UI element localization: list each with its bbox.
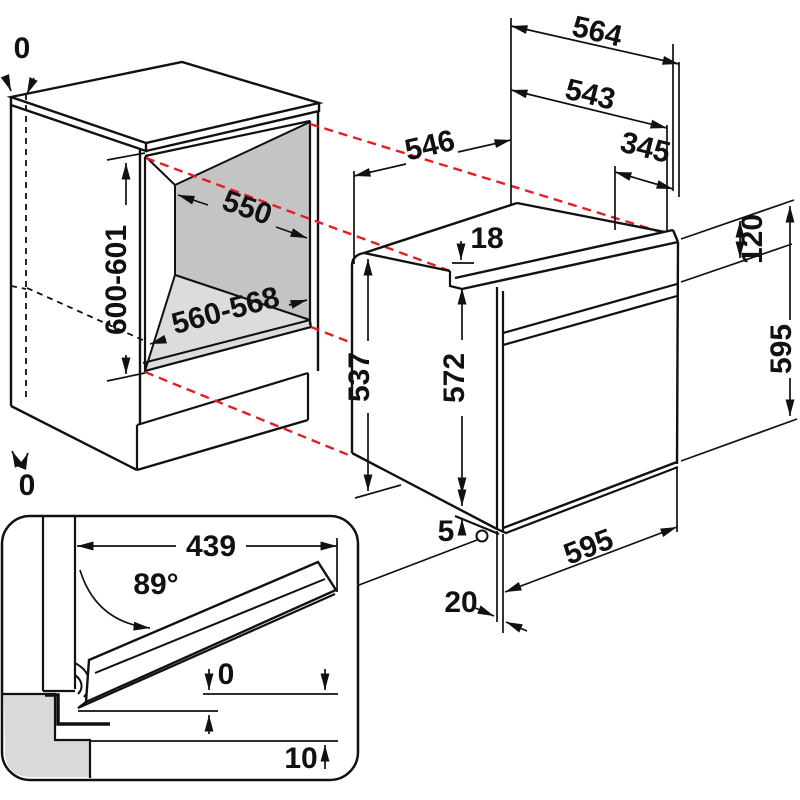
inset-plinth-outline	[3, 692, 92, 778]
oven-top-recess-notch	[448, 271, 463, 291]
niche-width-bottom-left	[149, 334, 168, 345]
depth-rear-extensions	[614, 44, 674, 230]
projection-line-bottom-right	[310, 325, 353, 345]
dim-oven-top-recess: 18	[470, 222, 503, 255]
inset-door-tip-line	[77, 592, 336, 710]
dim-floor-clearance: 10	[284, 742, 317, 775]
dim-oven-bottom-gap: 5	[438, 515, 455, 548]
control-panel-bottom-edge	[502, 282, 678, 335]
niche-height-ticks	[106, 152, 146, 382]
dim-niche-height: 600-601	[100, 225, 133, 335]
niche-width-bottom-right	[288, 299, 308, 309]
projection-line-bottom-left	[144, 370, 352, 458]
inset-cabinet-wall	[41, 517, 77, 693]
countertop-left-band	[9, 97, 148, 153]
dim-oven-depth-rear: 345	[617, 126, 674, 170]
inset-door-inner-line	[94, 578, 326, 674]
dim-door-angle: 89°	[133, 568, 178, 601]
niche-top-edge	[144, 119, 311, 158]
dim-oven-depth: 546	[402, 124, 458, 167]
panel-height-extensions	[680, 199, 795, 283]
door-bottom-edge-inner	[496, 465, 679, 535]
toe-kick-step-edge	[136, 371, 309, 427]
height-right-ext	[680, 418, 798, 462]
gap-top-arrow-left	[0, 74, 12, 92]
dim-oven-side-height: 537	[343, 352, 376, 402]
dim-oven-front-height: 572	[438, 353, 471, 403]
niche-bottom-edge-inner	[144, 326, 312, 372]
door-top-edge	[502, 294, 678, 347]
door-detail-inset: 439 89° 0 10	[0, 514, 360, 782]
dim-door-gap: 0	[218, 658, 235, 691]
gap-top-arrow-right	[26, 77, 38, 95]
cabinet-drawing	[6, 60, 324, 472]
niche-ceiling-left-edge	[144, 155, 176, 186]
inset-plinth-gray	[4, 694, 90, 777]
niche-bottom-edge-outer	[142, 319, 311, 364]
depth-rear-line	[614, 171, 674, 190]
dim-oven-width-body: 543	[562, 73, 618, 117]
niche-width-line-left	[177, 194, 209, 206]
width-max-line	[510, 25, 680, 65]
inset-open-door	[84, 560, 338, 704]
door-angle-arc	[79, 569, 151, 631]
oven-top-front-edge	[363, 251, 451, 273]
toe-kick-side-edges	[135, 373, 310, 470]
cabinet-side-bottom-edge	[10, 404, 138, 472]
toe-kick-bottom-edge	[136, 418, 309, 472]
dim-oven-width-max: 564	[569, 10, 626, 53]
dim-oven-front-offset: 20	[444, 586, 477, 619]
control-panel-top-rear	[454, 228, 674, 280]
oven-drawing	[350, 201, 680, 536]
dim-door-length: 439	[186, 530, 236, 563]
oven-top-rear-edge	[363, 201, 518, 255]
depth-line-left	[353, 163, 407, 177]
projection-line-top-left	[145, 156, 451, 273]
dimension-annotations: 0 600-601 550 560-568 0 564 543 546	[0, 10, 798, 633]
oven-top-right-edge	[516, 201, 666, 234]
niche-width-line-right	[275, 226, 308, 239]
dim-cabinet-gap-top: 0	[14, 32, 31, 65]
control-panel-top-front	[461, 240, 679, 291]
cabinet-top-face	[6, 60, 324, 145]
dim-oven-front-width: 595	[559, 523, 618, 572]
gap-bottom-arrow-right	[17, 452, 29, 470]
depth-line-right	[457, 139, 512, 153]
dim-oven-panel-height: 120	[736, 214, 769, 264]
leader-line	[358, 539, 478, 586]
door-bottom-edge-outer	[502, 460, 678, 530]
projection-lines	[144, 122, 665, 458]
oven-bottom-side-edge	[351, 451, 498, 531]
front-offset-extensions	[496, 531, 504, 633]
dim-cabinet-gap-bottom: 0	[19, 469, 36, 502]
leader-dot	[475, 529, 489, 543]
oven-front-right-edge	[675, 241, 680, 465]
width-body-line	[510, 89, 668, 129]
hidden-tick	[10, 285, 27, 290]
gap-bottom-arrow-left	[11, 450, 24, 468]
front-offset-arrow-right	[505, 621, 528, 633]
front-offset-arrow-left	[472, 605, 495, 617]
front-width-line	[504, 526, 678, 593]
dim-oven-height-right: 595	[765, 324, 798, 374]
control-panel-top-cap	[671, 229, 680, 243]
projection-line-top-right	[309, 122, 665, 235]
inset-hinge-bracket	[45, 693, 110, 726]
side-height-ext	[354, 484, 402, 499]
